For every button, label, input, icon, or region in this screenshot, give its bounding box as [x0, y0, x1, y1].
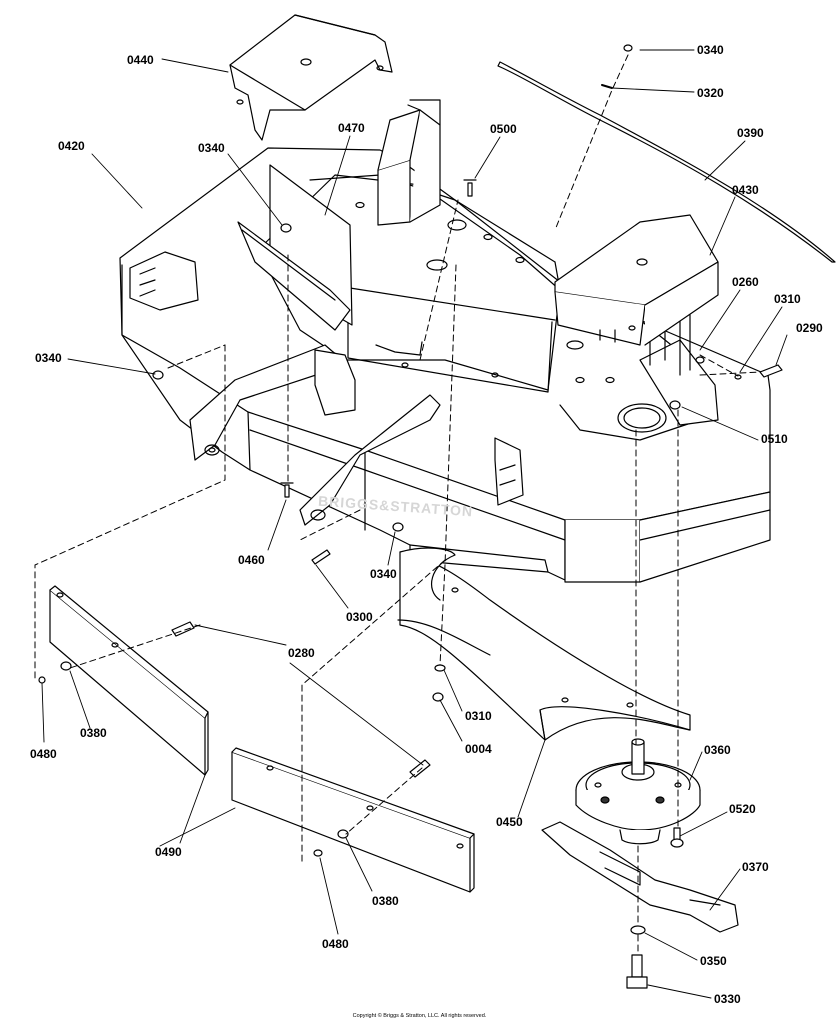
bolt-0300 — [311, 549, 331, 565]
washer-0310-mid — [434, 664, 446, 672]
callout-0500: 0500 — [490, 122, 517, 136]
nut-0340-top — [623, 44, 633, 52]
key-0320 — [601, 84, 613, 89]
spacer-0380-left — [60, 661, 72, 671]
skirt-panel-0490-right — [231, 747, 475, 893]
nut-0480-left — [38, 676, 46, 684]
spindle-0360 — [575, 738, 701, 845]
callout-0360: 0360 — [704, 743, 731, 757]
assembly-lines — [34, 54, 761, 956]
callout-0004: 0004 — [465, 742, 492, 756]
callout-0330: 0330 — [714, 992, 741, 1006]
callout-0470: 0470 — [338, 121, 365, 135]
bolt-0330 — [626, 954, 648, 989]
callout-0300: 0300 — [346, 610, 373, 624]
callout-0380-left: 0380 — [80, 726, 107, 740]
callout-0440: 0440 — [127, 53, 154, 67]
callout-0370: 0370 — [742, 860, 769, 874]
skirt-panel-0490-left — [49, 585, 209, 776]
callout-0280: 0280 — [288, 646, 315, 660]
bolt-0280-upper — [171, 621, 195, 637]
callout-0480-left: 0480 — [30, 747, 57, 761]
callout-0260: 0260 — [732, 275, 759, 289]
callout-0340-lower: 0340 — [370, 567, 397, 581]
callout-0310-mid: 0310 — [465, 709, 492, 723]
bolt-0290 — [759, 364, 783, 378]
leader-lines — [41, 49, 788, 999]
nut-0510 — [669, 400, 681, 410]
spacer-0380-right — [337, 829, 349, 839]
nut-0004 — [432, 692, 444, 702]
callout-0390: 0390 — [737, 126, 764, 140]
washer-0350 — [630, 925, 646, 935]
callout-0340-top: 0340 — [697, 43, 724, 57]
baffle-0450 — [397, 547, 691, 741]
callout-0480-bottom: 0480 — [322, 937, 349, 951]
belt-0390 — [497, 61, 836, 263]
nut-0340-front — [392, 522, 404, 532]
callout-0450: 0450 — [496, 815, 523, 829]
callout-0350: 0350 — [700, 954, 727, 968]
bolt-0520 — [670, 827, 684, 848]
bolt-0500 — [463, 179, 477, 197]
washer-0310-right — [734, 374, 742, 380]
copyright-notice: Copyright © Briggs & Stratton, LLC. All … — [352, 1013, 487, 1019]
nut-0340-rail — [280, 223, 292, 233]
shield-0430 — [554, 214, 719, 346]
callout-0490: 0490 — [155, 845, 182, 859]
callout-0340-left: 0340 — [198, 141, 225, 155]
shield-0440 — [229, 14, 393, 141]
nut-0340-left — [152, 370, 164, 380]
callout-0520: 0520 — [729, 802, 756, 816]
callout-0380-bottom: 0380 — [372, 894, 399, 908]
callout-0340-mid: 0340 — [35, 351, 62, 365]
callout-0510: 0510 — [761, 432, 788, 446]
callout-0310-right: 0310 — [774, 292, 801, 306]
callout-0460: 0460 — [238, 553, 265, 567]
bolt-0460 — [280, 482, 294, 498]
callout-0430: 0430 — [732, 183, 759, 197]
callout-0290: 0290 — [796, 321, 823, 335]
callout-0420: 0420 — [58, 139, 85, 153]
nut-0480-right — [313, 849, 323, 857]
callout-0320: 0320 — [697, 86, 724, 100]
